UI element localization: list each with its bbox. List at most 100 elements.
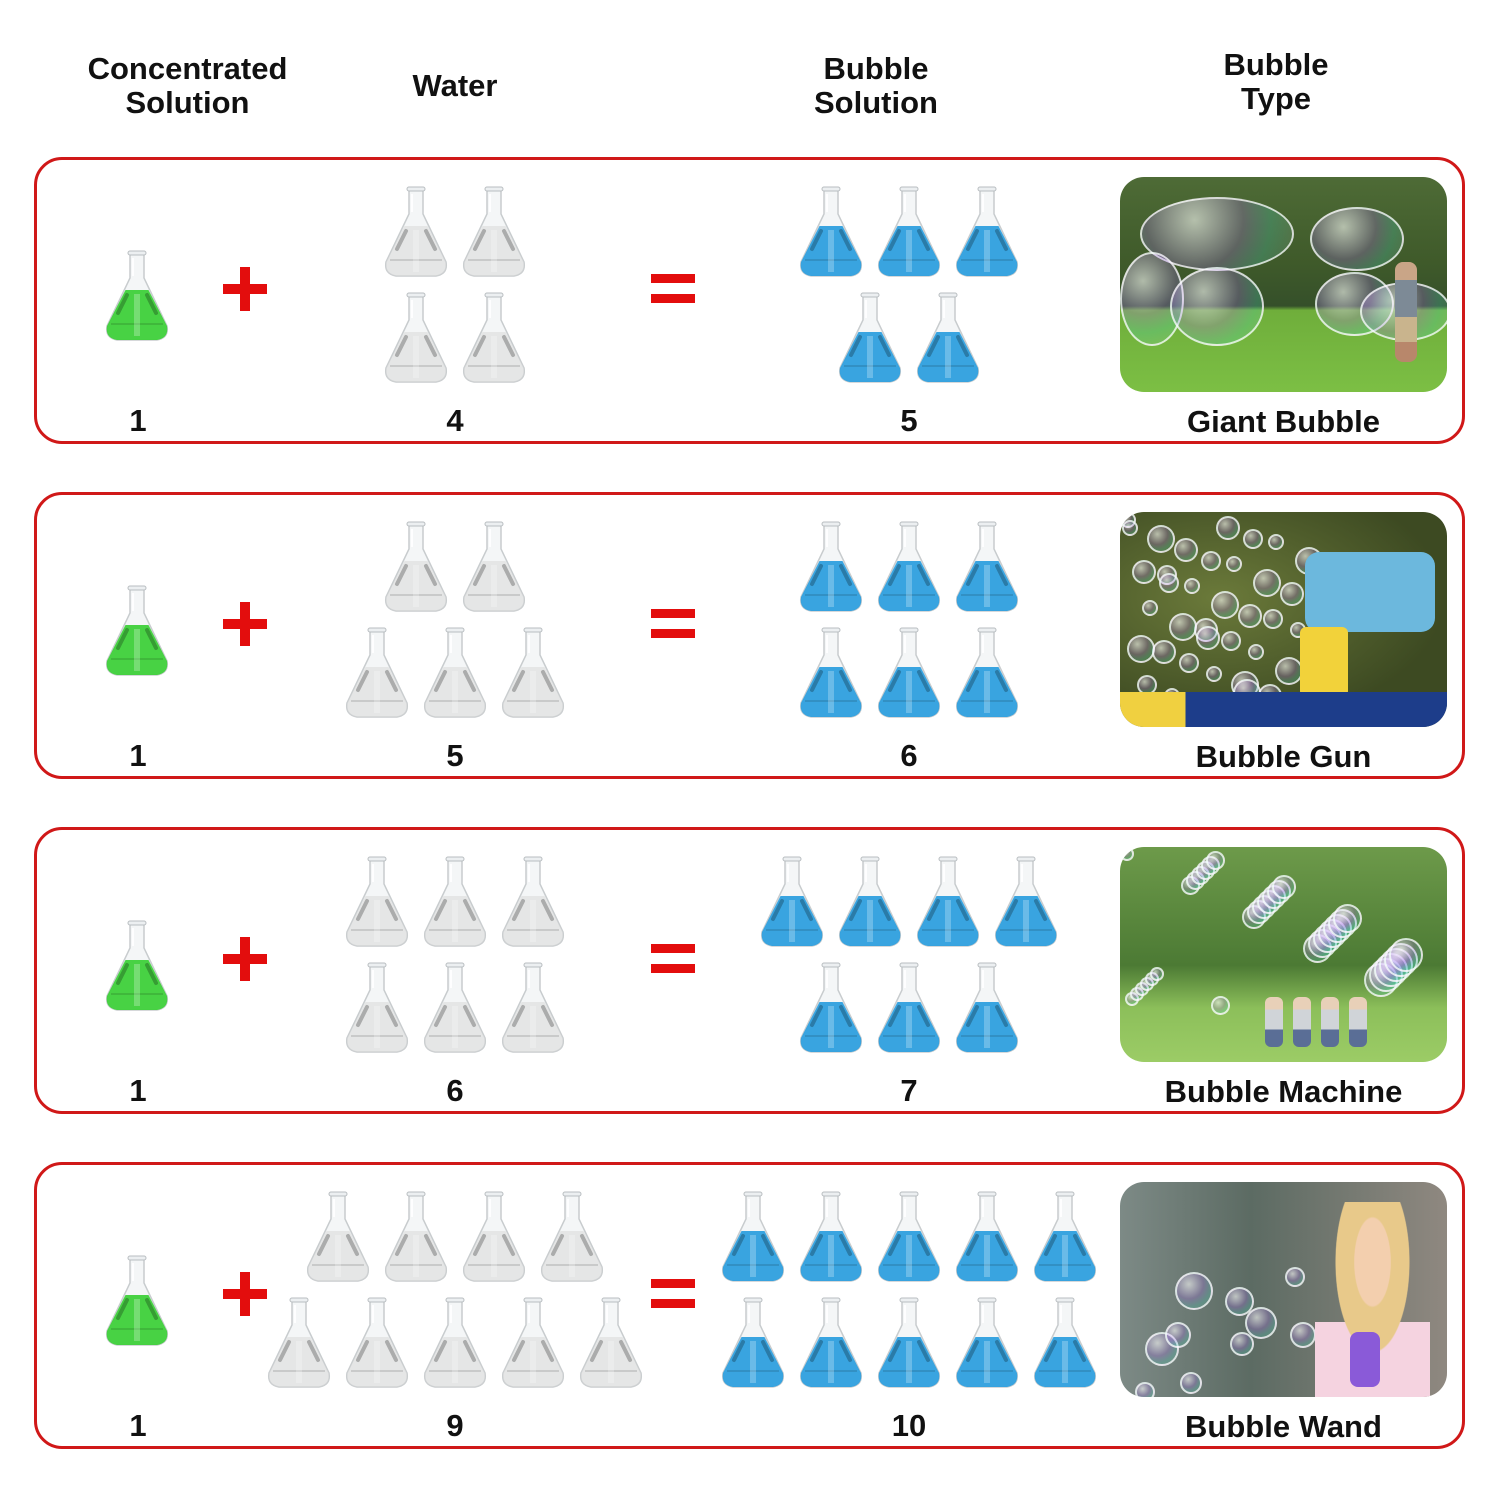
solution-flask-icon [877,1297,941,1388]
bubble-shape [1253,569,1281,597]
bubble-type-label: Bubble Wand [1185,1409,1382,1444]
bubble-shape [1226,556,1242,572]
equals-icon [651,944,695,974]
child-figure [1265,997,1283,1047]
solution-flask-icon [721,1297,785,1388]
concentrate-count: 1 [129,1073,147,1108]
water-flask-icon [501,962,565,1053]
solution-flask-icon [955,186,1019,277]
water-flask-icon [423,962,487,1053]
solution-flask-icon [799,962,863,1053]
water-count: 5 [446,738,464,773]
water-flask-icon [384,186,448,277]
toy-gun-handle [1300,627,1348,697]
solution-flask-icon [1033,1297,1097,1388]
bubble-type-label: Giant Bubble [1187,404,1380,439]
bubble-shape [1272,875,1296,899]
solution-flask-icon [799,627,863,718]
bubble-shape [1243,529,1263,549]
bubble-wand-bottle [1350,1332,1380,1387]
concentrate-flask-icon [105,920,169,1011]
bubble-shape [1216,516,1240,540]
concentrate-count: 1 [129,403,147,438]
solution-flask-icon [877,627,941,718]
equals-icon [651,1279,695,1309]
rail [1120,692,1447,727]
solution-flask-icon [955,627,1019,718]
bubble-shape [1127,635,1155,663]
concentrate-flask-icon [105,585,169,676]
bubble-shape [1170,267,1264,346]
solution-flask-icon [877,521,941,612]
header-line: Bubble [1223,47,1329,82]
solution-flask-icon [1033,1191,1097,1282]
solution-flask-icon [838,292,902,383]
bubble-type-label: Bubble Gun [1195,739,1372,774]
solution-flask-icon [877,1191,941,1282]
concentrate-count: 1 [129,738,147,773]
solution-flask-icon [799,1191,863,1282]
header-line: Solution [125,85,250,120]
water-flask-icon [384,292,448,383]
water-flask-icon [579,1297,643,1388]
bubble-shape [1275,657,1303,685]
solution-flask-icon [760,856,824,947]
water-flask-icon [345,962,409,1053]
bubble-shape [1333,904,1362,933]
bubble-shape [1211,591,1239,619]
bubble-shape [1238,604,1262,628]
bubble-shape [1263,609,1283,629]
solution-flask-icon [799,186,863,277]
header-bubble-type: Bubble Type [1176,48,1376,116]
header-concentrated-solution: Concentrated Solution [60,52,315,120]
bubble-shape [1179,653,1199,673]
header-line: Solution [814,85,938,120]
bubble-shape [1184,578,1200,594]
bubble-shape [1180,1372,1202,1394]
bubble-shape [1248,644,1264,660]
bubble-shape [1211,996,1230,1015]
bubble-shape [1225,1287,1254,1316]
bubble-shape [1169,613,1197,641]
water-flask-icon [501,856,565,947]
water-flask-icon [423,627,487,718]
child-figure [1293,997,1311,1047]
bubble-shape [1290,1322,1316,1348]
bubble-shape [1122,520,1138,536]
water-flask-icon [462,521,526,612]
child-figure [1395,262,1417,362]
solution-flask-icon [916,856,980,947]
bubble-shape [1150,967,1164,981]
water-flask-icon [384,521,448,612]
solution-flask-icon [799,1297,863,1388]
plus-icon [223,602,267,646]
solution-flask-icon [994,856,1058,947]
water-flask-icon [267,1297,331,1388]
bubble-shape [1389,938,1423,972]
solution-count: 7 [900,1073,918,1108]
water-count: 6 [446,1073,464,1108]
plus-icon [223,937,267,981]
bubble-shape [1280,582,1304,606]
water-flask-icon [540,1191,604,1282]
header-bubble-solution: Bubble Solution [776,52,976,120]
bubble-shape [1196,626,1220,650]
bubble-shape [1206,666,1222,682]
solution-flask-icon [721,1191,785,1282]
bubble-shape [1201,551,1221,571]
bubble-shape [1135,1382,1155,1397]
bubble-shape [1174,538,1198,562]
solution-flask-icon [877,962,941,1053]
bubble-shape [1310,207,1404,271]
bubble-shape [1120,847,1134,861]
bubble-shape [1285,1267,1305,1287]
bubble-shape [1175,1272,1213,1310]
header-water: Water [380,69,530,103]
solution-flask-icon [955,1297,1019,1388]
solution-flask-icon [955,1191,1019,1282]
water-flask-icon [345,856,409,947]
bubble-gun-photo [1120,512,1447,727]
